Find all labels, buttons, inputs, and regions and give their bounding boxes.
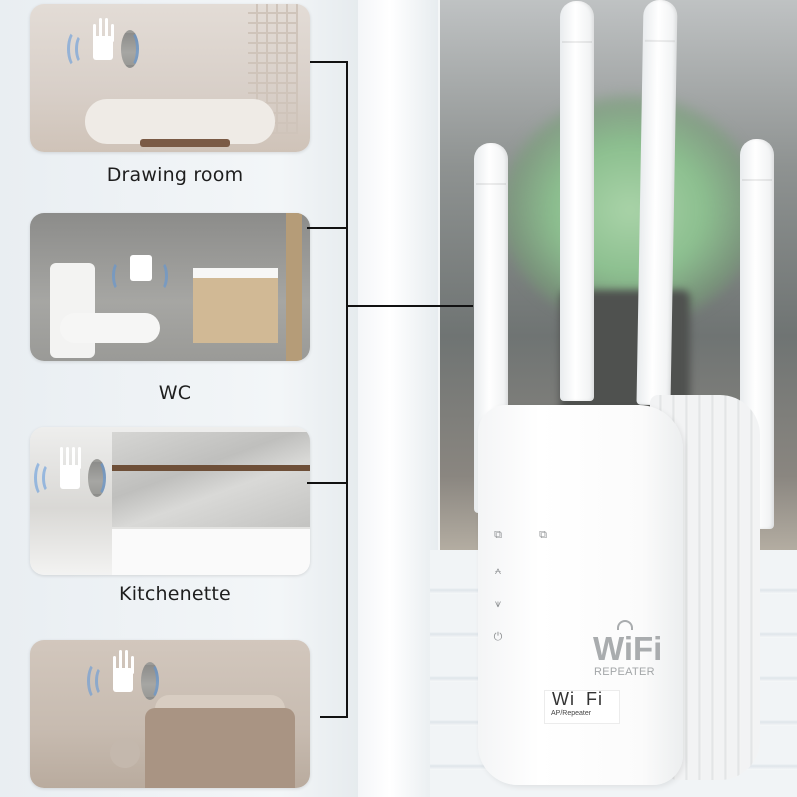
nightstand bbox=[110, 738, 140, 768]
mini-repeater-icon bbox=[112, 245, 168, 295]
lan-icon: ⧉ bbox=[494, 528, 502, 541]
brand-wifi-signal-icon bbox=[617, 620, 633, 630]
power-icon: ⏻ bbox=[493, 630, 503, 643]
wifi-sticker bbox=[544, 690, 620, 724]
sticker-wifi-text: Wi Fi bbox=[552, 689, 603, 709]
connector-branch-drawing-room bbox=[310, 61, 348, 63]
coffee-table bbox=[140, 139, 230, 147]
connector-branch-wc bbox=[307, 227, 348, 229]
connector-to-device bbox=[348, 305, 473, 307]
connector-vertical-line bbox=[346, 61, 348, 718]
mini-repeater-icon bbox=[67, 18, 139, 68]
wifi-icon: ⩛ bbox=[494, 597, 502, 610]
bed bbox=[145, 708, 295, 788]
room-card-bedroom bbox=[30, 640, 310, 788]
marble-backsplash bbox=[112, 432, 310, 527]
connector-branch-bedroom bbox=[320, 716, 348, 718]
antenna-left-inner bbox=[560, 1, 594, 401]
wan-icon: ⧉ bbox=[539, 528, 547, 541]
room-card-drawing-room bbox=[30, 4, 310, 152]
brand-repeater-text: REPEATER bbox=[594, 666, 655, 678]
toilet-tank bbox=[50, 263, 95, 358]
vanity-cabinet bbox=[193, 268, 278, 343]
antenna-right-inner bbox=[636, 0, 678, 406]
door bbox=[286, 213, 302, 361]
wifi-repeater-device bbox=[478, 405, 683, 785]
connector-branch-kitchenette bbox=[307, 482, 348, 484]
room-card-wc bbox=[30, 213, 310, 361]
wireless-signal-icon: ⩜ bbox=[494, 564, 502, 577]
room-label-wc: WC bbox=[158, 382, 192, 404]
sticker-ap-repeater-text: AP/Repeater bbox=[551, 710, 592, 717]
background-plant bbox=[500, 95, 760, 325]
kitchen-counter bbox=[112, 527, 310, 575]
mini-repeater-icon bbox=[34, 447, 106, 497]
mini-repeater-icon bbox=[87, 650, 159, 700]
brand-wifi-text: WiFi bbox=[593, 630, 663, 667]
room-label-drawing-room: Drawing room bbox=[106, 164, 244, 186]
sofa bbox=[85, 99, 275, 144]
room-label-kitchenette: Kitchenette bbox=[119, 583, 231, 605]
room-card-kitchenette bbox=[30, 427, 310, 575]
toilet-seat bbox=[60, 313, 160, 343]
background-pillar bbox=[358, 0, 438, 797]
kitchen-shelf bbox=[112, 465, 310, 471]
